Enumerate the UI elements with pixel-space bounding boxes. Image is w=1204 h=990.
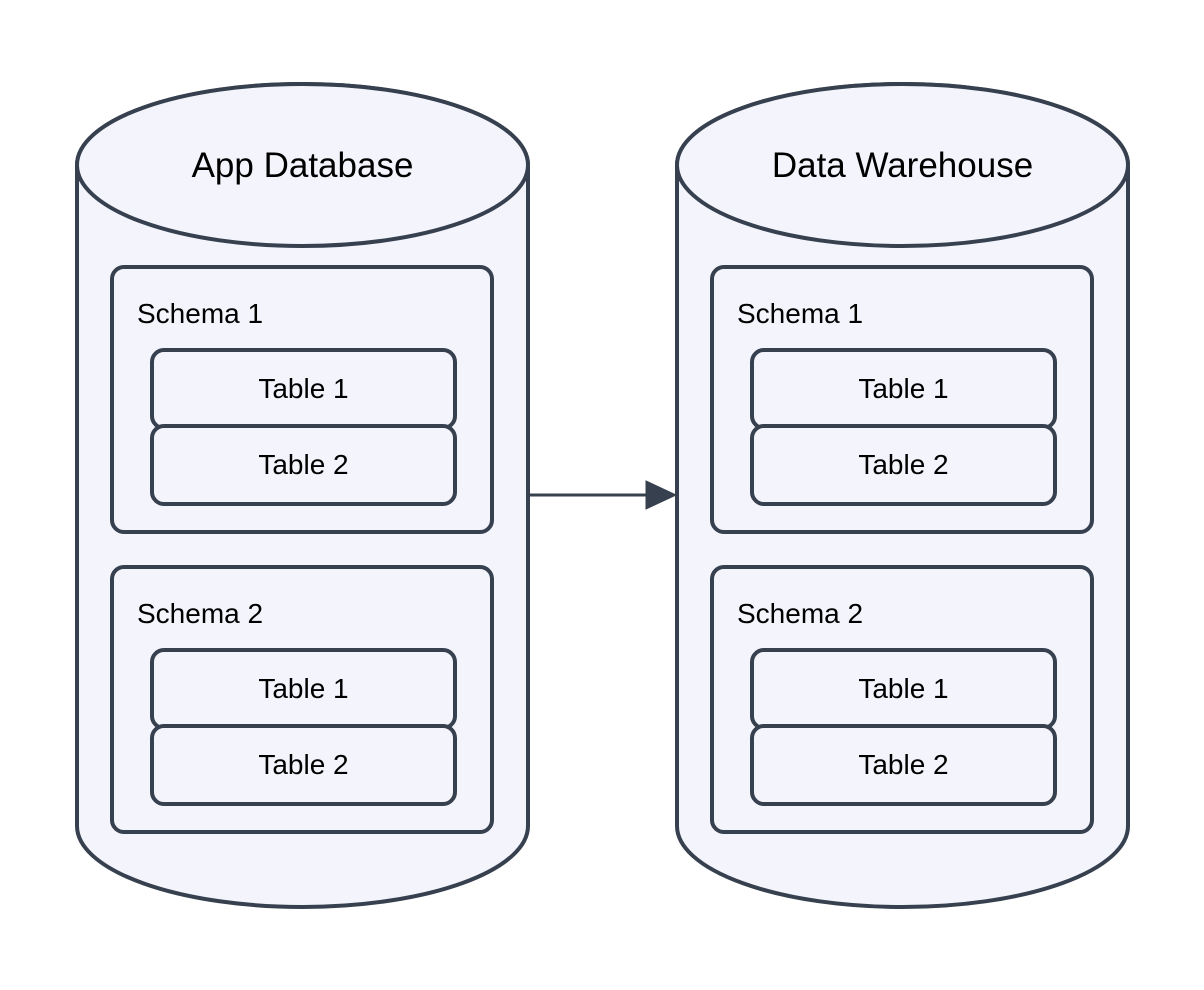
schema-label-app-database-schema-2: Schema 2 — [137, 598, 264, 629]
table-box-app-database-schema-1-table-2[interactable] — [150, 424, 457, 506]
table-label-data-warehouse-schema-1-table-2: Table 2 — [858, 449, 949, 480]
schema-label-app-database-schema-1: Schema 1 — [137, 298, 264, 329]
cylinder-top-data-warehouse — [675, 82, 1130, 248]
node-title-app-database: App Database — [191, 146, 414, 185]
table-label-app-database-schema-1-table-1: Table 1 — [258, 373, 349, 404]
arrowhead-icon — [645, 480, 678, 510]
schema-label-data-warehouse-schema-2: Schema 2 — [737, 598, 864, 629]
cylinder-top-app-database — [75, 82, 530, 248]
table-label-app-database-schema-1-table-2: Table 2 — [258, 449, 349, 480]
table-label-app-database-schema-2-table-2: Table 2 — [258, 749, 349, 780]
table-box-data-warehouse-schema-2-table-2[interactable] — [750, 724, 1057, 806]
schema-label-data-warehouse-schema-1: Schema 1 — [737, 298, 864, 329]
table-label-data-warehouse-schema-1-table-1: Table 1 — [858, 373, 949, 404]
edge-app-database-to-data-warehouse[interactable] — [527, 480, 678, 510]
node-title-data-warehouse: Data Warehouse — [771, 146, 1034, 185]
table-label-app-database-schema-2-table-1: Table 1 — [258, 673, 349, 704]
table-box-data-warehouse-schema-1-table-2[interactable] — [750, 424, 1057, 506]
table-label-data-warehouse-schema-2-table-1: Table 1 — [858, 673, 949, 704]
node-app-database[interactable] — [75, 82, 530, 909]
node-data-warehouse[interactable] — [675, 82, 1130, 909]
table-box-app-database-schema-2-table-2[interactable] — [150, 724, 457, 806]
table-label-data-warehouse-schema-2-table-2: Table 2 — [858, 749, 949, 780]
